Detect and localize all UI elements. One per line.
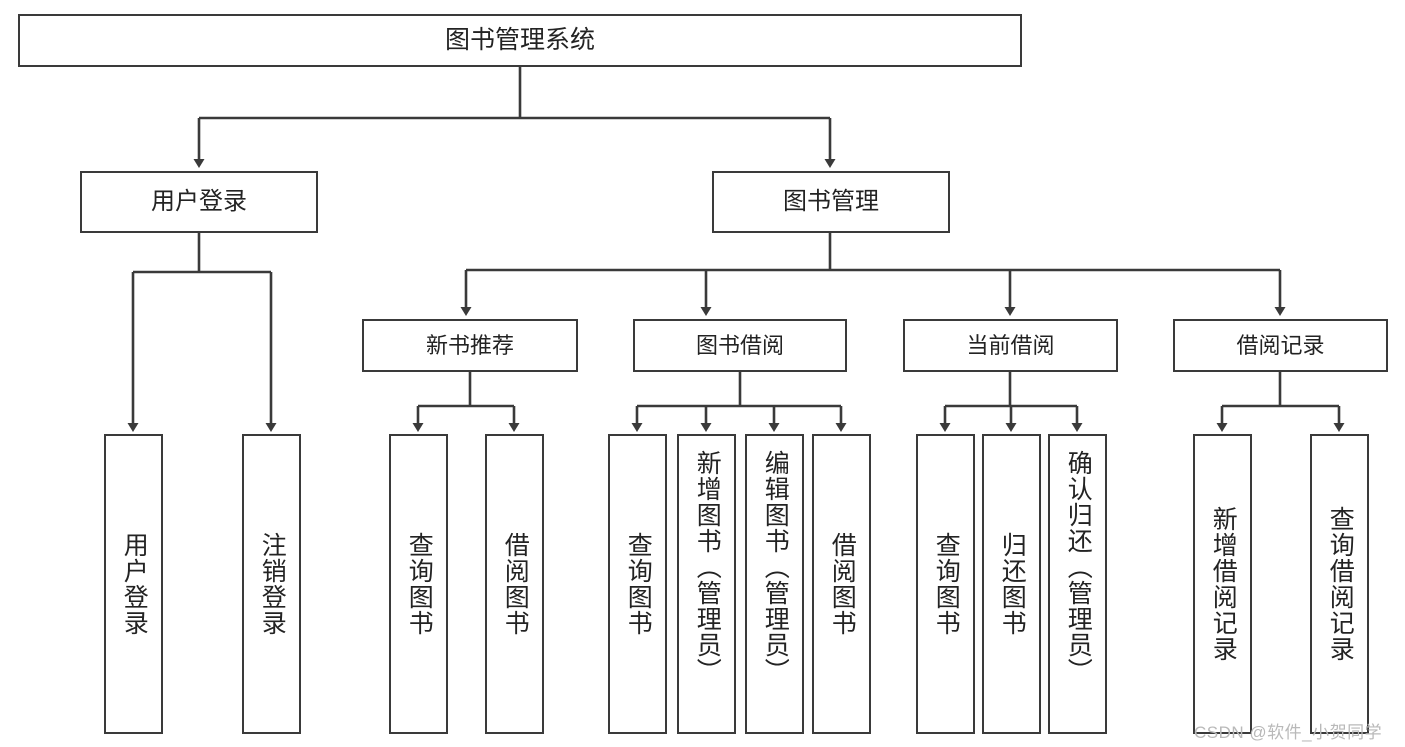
leaf-return-books[interactable]: 归还图书 [982,434,1041,734]
node-label: 新增图书（管理员） [693,450,722,684]
node-label: 编辑图书（管理员） [761,450,790,684]
leaf-user-login[interactable]: 用户登录 [104,434,163,734]
node-label: 归还图书 [998,532,1027,636]
leaf-add-book-admin[interactable]: 新增图书（管理员） [677,434,736,734]
node-book-borrowing[interactable]: 图书借阅 [633,319,847,372]
leaf-logout[interactable]: 注销登录 [242,434,301,734]
node-label: 图书管理系统 [444,25,595,54]
node-label: 确认归还（管理员） [1064,450,1093,684]
node-label: 新书推荐 [425,332,514,358]
node-label: 新增借阅记录 [1209,506,1238,662]
node-new-book-recommendation[interactable]: 新书推荐 [362,319,578,372]
node-label: 借阅记录 [1236,332,1325,358]
node-label: 借阅图书 [828,532,857,636]
leaf-borrow-books-recommend[interactable]: 借阅图书 [485,434,544,734]
node-borrowing-record[interactable]: 借阅记录 [1173,319,1388,372]
node-label: 查询图书 [932,532,961,636]
leaf-borrow-books[interactable]: 借阅图书 [812,434,871,734]
node-label: 查询图书 [624,532,653,636]
node-label: 用户登录 [120,532,149,636]
node-label: 注销登录 [258,532,287,636]
node-label: 当前借阅 [966,332,1055,358]
node-label: 图书借阅 [695,332,784,358]
node-root-book-management-system[interactable]: 图书管理系统 [18,14,1022,67]
leaf-query-books-recommend[interactable]: 查询图书 [389,434,448,734]
leaf-query-books-current[interactable]: 查询图书 [916,434,975,734]
leaf-query-borrow-record[interactable]: 查询借阅记录 [1310,434,1369,734]
node-label: 查询借阅记录 [1326,506,1355,662]
leaf-edit-book-admin[interactable]: 编辑图书（管理员） [745,434,804,734]
node-user-login[interactable]: 用户登录 [80,171,318,233]
leaf-query-books-borrow[interactable]: 查询图书 [608,434,667,734]
node-label: 图书管理 [783,187,879,215]
leaf-confirm-return-admin[interactable]: 确认归还（管理员） [1048,434,1107,734]
node-label: 借阅图书 [501,532,530,636]
node-book-management[interactable]: 图书管理 [712,171,950,233]
leaf-add-borrow-record[interactable]: 新增借阅记录 [1193,434,1252,734]
node-label: 用户登录 [151,187,247,215]
node-current-borrowing[interactable]: 当前借阅 [903,319,1118,372]
watermark-text: CSDN @软件_小贺同学 [1194,723,1383,742]
node-label: 查询图书 [405,532,434,636]
